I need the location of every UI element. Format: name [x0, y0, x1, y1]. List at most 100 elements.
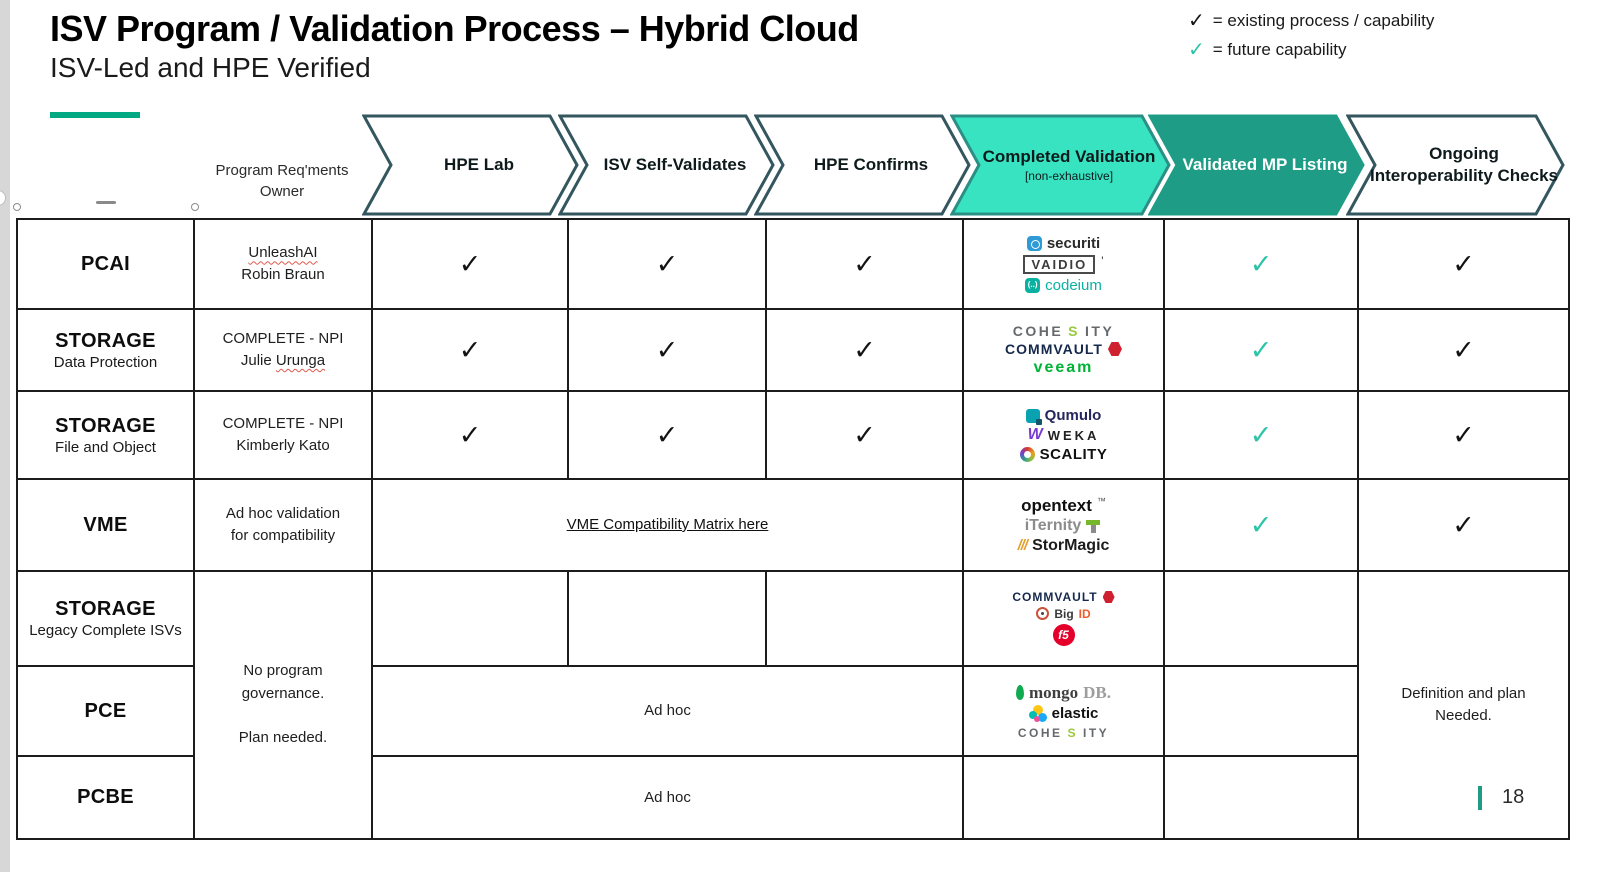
process-step-hpe-confirms: HPE Confirms	[754, 114, 972, 216]
storage-legacy-hpe-confirms-cell	[765, 570, 964, 667]
process-step-isv-self-validates: ISV Self-Validates	[558, 114, 776, 216]
securiti-icon	[1026, 235, 1042, 251]
shape-handle-mid[interactable]	[96, 201, 116, 204]
pcai-ongoing-check: ✓	[1357, 218, 1570, 310]
vme-owner-cell: Ad hoc validation for compatibility	[193, 478, 373, 572]
slide-subtitle: ISV-Led and HPE Verified	[50, 52, 371, 83]
storage-fo-hpe-confirms-check: ✓	[765, 390, 964, 480]
shape-handle-right[interactable]	[191, 203, 199, 211]
qumulo-logo: Qumulo	[1025, 408, 1101, 425]
legend-future-label: = future capability	[1212, 39, 1347, 59]
vaidio-logo: VAIDIO '	[1023, 254, 1104, 274]
qumulo-icon	[1025, 408, 1042, 425]
codeium-logo: (..) codeium	[1025, 277, 1102, 293]
storage-legacy-mp-listing-cell	[1163, 570, 1359, 667]
iternity-logo: iTernity	[1025, 517, 1103, 534]
process-step-hpe-lab: HPE Lab	[362, 114, 580, 216]
iternity-icon	[1086, 518, 1102, 534]
scality-icon	[1019, 447, 1035, 462]
opentext-logo: opentext ™	[1021, 495, 1106, 515]
storage-legacy-category-cell: STORAGE Legacy Complete ISVs	[16, 570, 195, 667]
vme-compatibility-cell: VME Compatibility Matrix here	[371, 478, 964, 572]
row-pcai: PCAI UnleashAI Robin Braun ✓ ✓ ✓ securit…	[16, 218, 1570, 310]
storage-dp-mp-listing-check: ✓	[1163, 308, 1359, 392]
pcai-hpe-lab-check: ✓	[371, 218, 569, 310]
vme-category-cell: VME	[16, 478, 195, 572]
scality-logo: SCALITY	[1019, 447, 1108, 462]
row-storage-file-object: STORAGE File and Object COMPLETE - NPI K…	[16, 390, 1570, 480]
storage-fo-ongoing-check: ✓	[1357, 390, 1570, 480]
pcbe-completed-cell	[962, 755, 1165, 840]
vme-completed-logos: opentext ™ iTernity /// StorMagic	[962, 478, 1165, 572]
process-step-ongoing-interoperability: Ongoing Interoperability Checks	[1346, 114, 1566, 216]
pce-mp-listing-cell	[1163, 665, 1359, 757]
pcbe-mp-listing-cell	[1163, 755, 1359, 840]
left-gutter	[0, 0, 10, 872]
pce-adhoc-cell: Ad hoc	[371, 665, 964, 757]
definition-needed-cell: Definition and plan Needed.	[1357, 570, 1570, 840]
veeam-logo: veeam	[1033, 359, 1094, 376]
row-vme: VME Ad hoc validation for compatibility …	[16, 478, 1570, 572]
accent-bar	[50, 112, 140, 118]
weka-icon: W	[1027, 426, 1043, 443]
shape-handle-left[interactable]	[13, 203, 21, 211]
legend: ✓ = existing process / capability ✓ = fu…	[1188, 6, 1434, 64]
legend-existing-label: = existing process / capability	[1212, 10, 1435, 30]
green-check-icon: ✓	[1188, 39, 1205, 61]
f5-logo: f5	[1052, 624, 1075, 646]
stormagic-icon: ///	[1017, 537, 1028, 554]
vme-compatibility-link[interactable]: VME Compatibility Matrix here	[566, 516, 769, 533]
storage-fo-owner-cell: COMPLETE - NPI Kimberly Kato	[193, 390, 373, 480]
non-exhaustive-note: [non-exhaustive]	[1024, 168, 1114, 183]
weka-logo: W WEKA	[1027, 426, 1100, 443]
pcai-self-validates-check: ✓	[567, 218, 767, 310]
pcai-owner-cell: UnleashAI Robin Braun	[193, 218, 373, 310]
vme-ongoing-check: ✓	[1357, 478, 1570, 572]
commvault-icon	[1107, 342, 1122, 356]
legend-future: ✓ = future capability	[1188, 35, 1434, 64]
elastic-logo: elastic	[1028, 704, 1098, 723]
process-step-completed-validation: Completed Validation [non-exhaustive]	[950, 114, 1172, 216]
storage-legacy-self-validates-cell	[567, 570, 767, 667]
storage-fo-mp-listing-check: ✓	[1163, 390, 1359, 480]
elastic-icon	[1028, 704, 1047, 723]
storage-dp-category-cell: STORAGE Data Protection	[16, 308, 195, 392]
securiti-logo: securiti	[1026, 235, 1100, 251]
commvault-logo: COMMVAULT	[1012, 591, 1115, 603]
row-storage-legacy: STORAGE Legacy Complete ISVs No program …	[16, 570, 1570, 840]
storage-dp-owner-cell: COMPLETE - NPI Julie Urunga	[193, 308, 373, 392]
pcbe-category-cell: PCBE	[16, 755, 195, 840]
pcai-mp-listing-check: ✓	[1163, 218, 1359, 310]
row-pcbe: PCBE Ad hoc	[16, 755, 1569, 840]
row-storage-data-protection: STORAGE Data Protection COMPLETE - NPI J…	[16, 308, 1570, 392]
storage-dp-hpe-lab-check: ✓	[371, 308, 569, 392]
commvault-logo: COMMVAULT	[1005, 342, 1122, 356]
bigid-icon	[1036, 607, 1050, 620]
storage-fo-self-validates-check: ✓	[567, 390, 767, 480]
validation-table: PCAI UnleashAI Robin Braun ✓ ✓ ✓ securit…	[16, 218, 1570, 840]
pcai-category-cell: PCAI	[16, 218, 195, 310]
process-step-validated-mp-listing: Validated MP Listing	[1148, 114, 1366, 216]
pcai-hpe-confirms-check: ✓	[765, 218, 964, 310]
slide-title: ISV Program / Validation Process – Hybri…	[50, 8, 859, 49]
legend-existing: ✓ = existing process / capability	[1188, 6, 1434, 35]
vme-mp-listing-check: ✓	[1163, 478, 1359, 572]
mongodb-leaf-icon	[1016, 684, 1024, 700]
stormagic-logo: /// StorMagic	[1017, 536, 1110, 554]
storage-dp-ongoing-check: ✓	[1357, 308, 1570, 392]
black-check-icon: ✓	[1188, 10, 1205, 32]
storage-fo-completed-logos: Qumulo W WEKA SCALITY	[962, 390, 1165, 480]
owner-column-header: Program Req'ments Owner	[215, 162, 349, 200]
commvault-icon	[1102, 591, 1115, 603]
pcai-completed-logos: securiti VAIDIO ' (..) codeium	[962, 218, 1165, 310]
storage-legacy-hpe-lab-cell	[371, 570, 569, 667]
page-number: 18	[1502, 786, 1525, 808]
